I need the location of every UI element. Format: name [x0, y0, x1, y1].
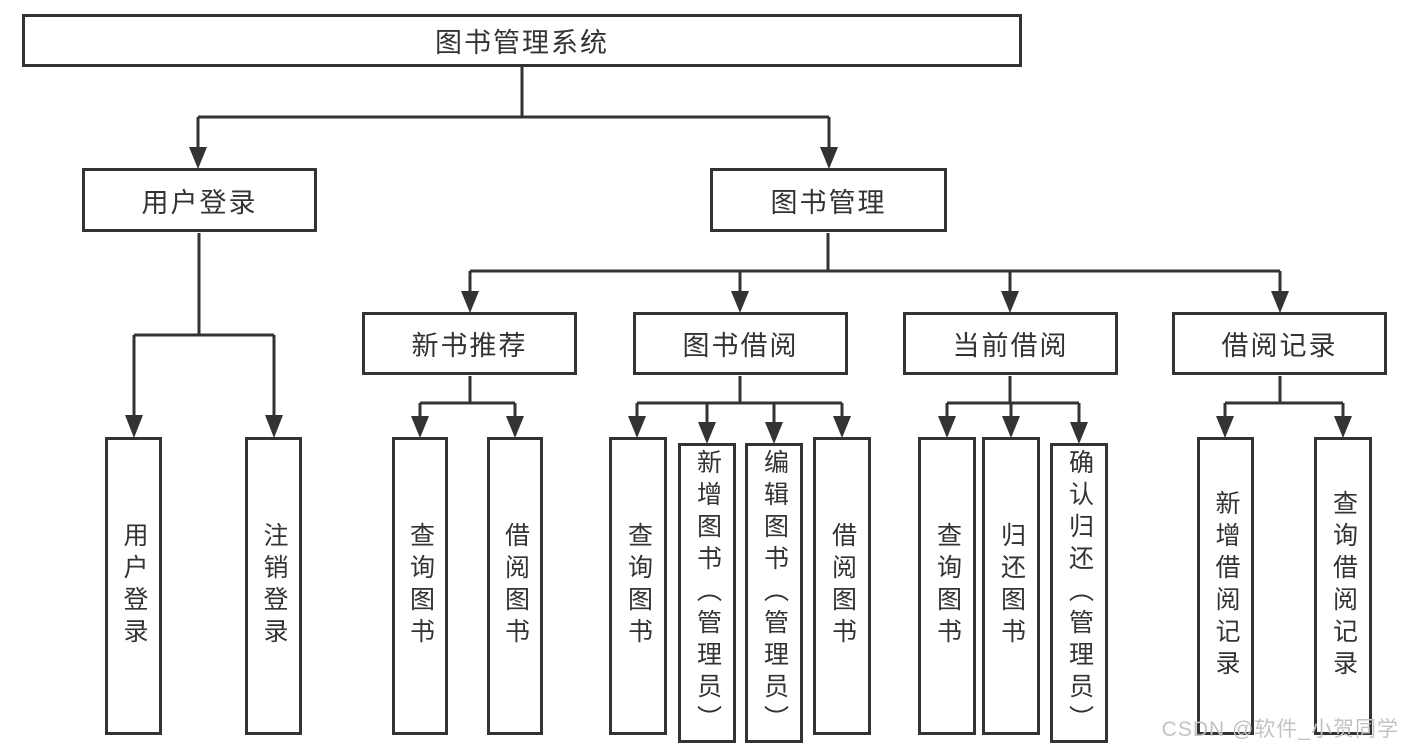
node-borrow-record-label: 借阅记录	[1221, 331, 1338, 361]
node-user-login: 用户登录	[82, 168, 317, 232]
leaf-add-borrow-record-label: 新增借阅记录	[1212, 490, 1240, 682]
leaf-borrow-book-2: 借阅图书	[813, 437, 871, 735]
leaf-confirm-return-admin-label: 确认归还（管理员）	[1065, 449, 1094, 737]
leaf-return-book-label: 归还图书	[997, 522, 1026, 650]
leaf-query-borrow-record: 查询借阅记录	[1314, 437, 1372, 735]
leaf-edit-book-admin: 编辑图书（管理员）	[745, 443, 803, 743]
node-book-management: 图书管理	[710, 168, 947, 232]
node-new-book-recommend: 新书推荐	[362, 312, 577, 375]
leaf-add-book-admin-label: 新增图书（管理员）	[693, 449, 722, 737]
connector-borrowrecord-to-leaves	[1216, 376, 1352, 438]
leaf-edit-book-admin-label: 编辑图书（管理员）	[760, 449, 789, 737]
node-book-borrow-label: 图书借阅	[682, 331, 799, 361]
leaf-borrow-book-1: 借阅图书	[487, 437, 543, 735]
leaf-add-borrow-record: 新增借阅记录	[1197, 437, 1254, 735]
connector-root-to-level2	[189, 67, 838, 169]
node-current-borrow-label: 当前借阅	[952, 331, 1069, 361]
node-user-login-label: 用户登录	[141, 187, 258, 218]
node-book-borrow: 图书借阅	[633, 312, 848, 375]
connector-bookborrow-to-leaves	[628, 376, 851, 444]
leaf-query-borrow-record-label: 查询借阅记录	[1329, 490, 1358, 682]
node-book-management-label: 图书管理	[770, 187, 887, 218]
leaf-query-book-2-label: 查询图书	[624, 522, 653, 650]
leaf-query-book-3: 查询图书	[918, 437, 976, 735]
leaf-return-book: 归还图书	[982, 437, 1040, 735]
leaf-query-book-1-label: 查询图书	[406, 522, 435, 650]
connector-currentborrow-to-leaves	[938, 376, 1088, 444]
connector-userlogin-to-leaves	[125, 233, 283, 438]
leaf-user-login: 用户登录	[105, 437, 162, 735]
watermark: CSDN @软件_小贺同学	[1161, 718, 1399, 741]
leaf-add-book-admin: 新增图书（管理员）	[678, 443, 736, 743]
connector-bookmgmt-to-level3	[461, 233, 1289, 313]
node-root-library-system: 图书管理系统	[22, 14, 1022, 67]
leaf-borrow-book-2-label: 借阅图书	[828, 522, 857, 650]
leaf-query-book-2: 查询图书	[609, 437, 667, 735]
leaf-user-login-label: 用户登录	[120, 522, 148, 650]
leaf-confirm-return-admin: 确认归还（管理员）	[1050, 443, 1108, 743]
leaf-query-book-3-label: 查询图书	[933, 522, 962, 650]
node-new-book-recommend-label: 新书推荐	[411, 331, 528, 361]
node-current-borrow: 当前借阅	[903, 312, 1118, 375]
leaf-logout-label: 注销登录	[260, 522, 288, 650]
leaf-logout: 注销登录	[245, 437, 302, 735]
leaf-borrow-book-1-label: 借阅图书	[501, 522, 530, 650]
node-borrow-record: 借阅记录	[1172, 312, 1387, 375]
node-root-label: 图书管理系统	[435, 28, 609, 58]
leaf-query-book-1: 查询图书	[392, 437, 448, 735]
connector-newbook-to-leaves	[411, 376, 524, 438]
